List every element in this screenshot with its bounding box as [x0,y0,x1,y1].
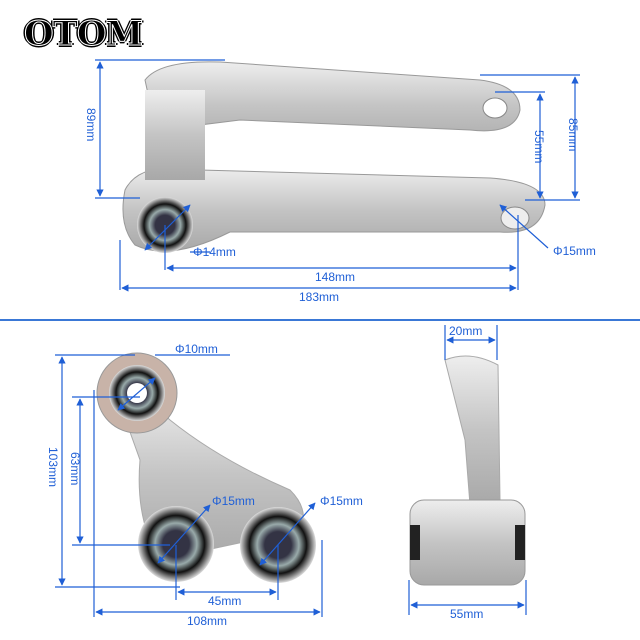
side-link-photo [96,352,316,583]
top-bore-left-label: Φ14mm [193,245,236,259]
top-bore-right-label: Φ15mm [553,244,596,258]
end-dimension-lines [408,325,527,615]
end-view-photo [409,355,526,586]
side-bore-bottom-left-label: Φ15mm [212,494,255,508]
side-height-overall-label: 103mm [46,447,60,488]
top-height-outer-right-label: 85mm [566,118,580,152]
end-bottom-width-label: 55mm [450,607,484,621]
top-center-distance-label: 148mm [315,270,356,284]
side-center-distance-label: 45mm [208,594,242,608]
top-overall-length-label: 183mm [299,290,340,304]
end-top-width-label: 20mm [449,324,483,338]
top-height-inner-right-label: 55mm [532,130,546,164]
top-dimension-lines [95,59,580,292]
side-bore-bottom-right-label: Φ15mm [320,494,363,508]
brand-logo: OTOM [23,14,143,55]
side-height-inner-label: 63mm [68,452,82,486]
side-dimension-lines [55,354,323,617]
top-height-left-label: 89mm [84,108,98,142]
side-bore-top-label: Φ10mm [175,342,218,356]
top-link-photo [122,61,546,253]
side-overall-width-label: 108mm [187,614,228,628]
